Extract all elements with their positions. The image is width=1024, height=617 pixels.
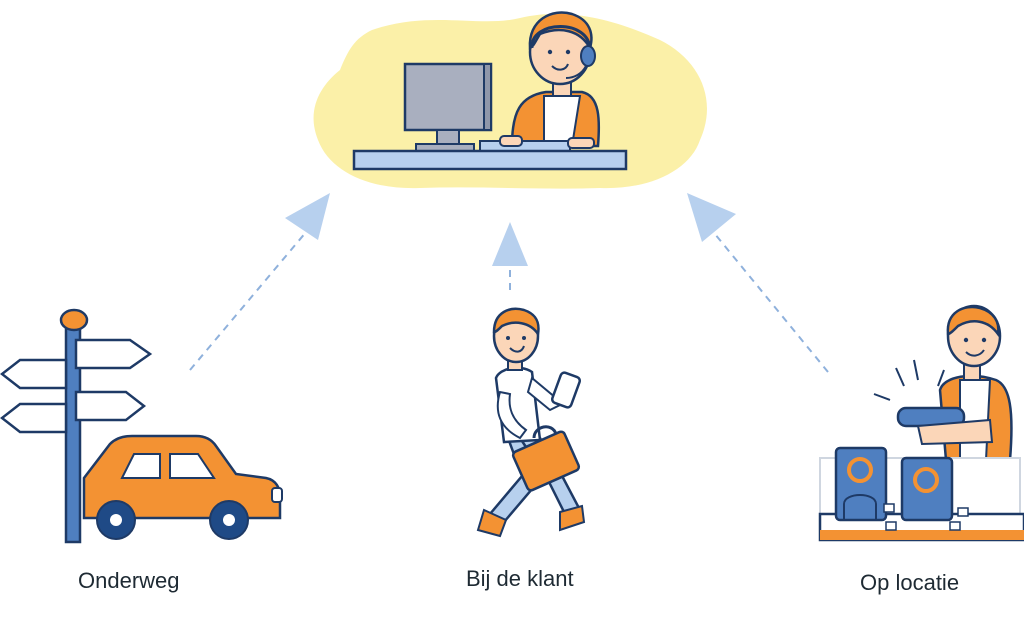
label-onderweg: Onderweg — [78, 568, 180, 593]
signpost-icon — [0, 308, 153, 544]
arrows — [189, 193, 829, 373]
arrow-up-icon — [687, 193, 736, 242]
arrow-up-icon — [285, 193, 330, 240]
label-bij-de-klant: Bij de klant — [466, 566, 574, 591]
phone-icon — [551, 371, 581, 409]
arrow-up-icon — [492, 222, 528, 266]
briefcase-icon — [511, 425, 581, 492]
label-op-locatie: Op locatie — [860, 570, 960, 595]
car-icon — [82, 434, 283, 540]
technician-icon — [873, 304, 1013, 462]
cloud-helpdesk-icon — [313, 11, 707, 189]
equipment-icon — [818, 446, 1024, 542]
walking-man-icon — [476, 307, 586, 538]
